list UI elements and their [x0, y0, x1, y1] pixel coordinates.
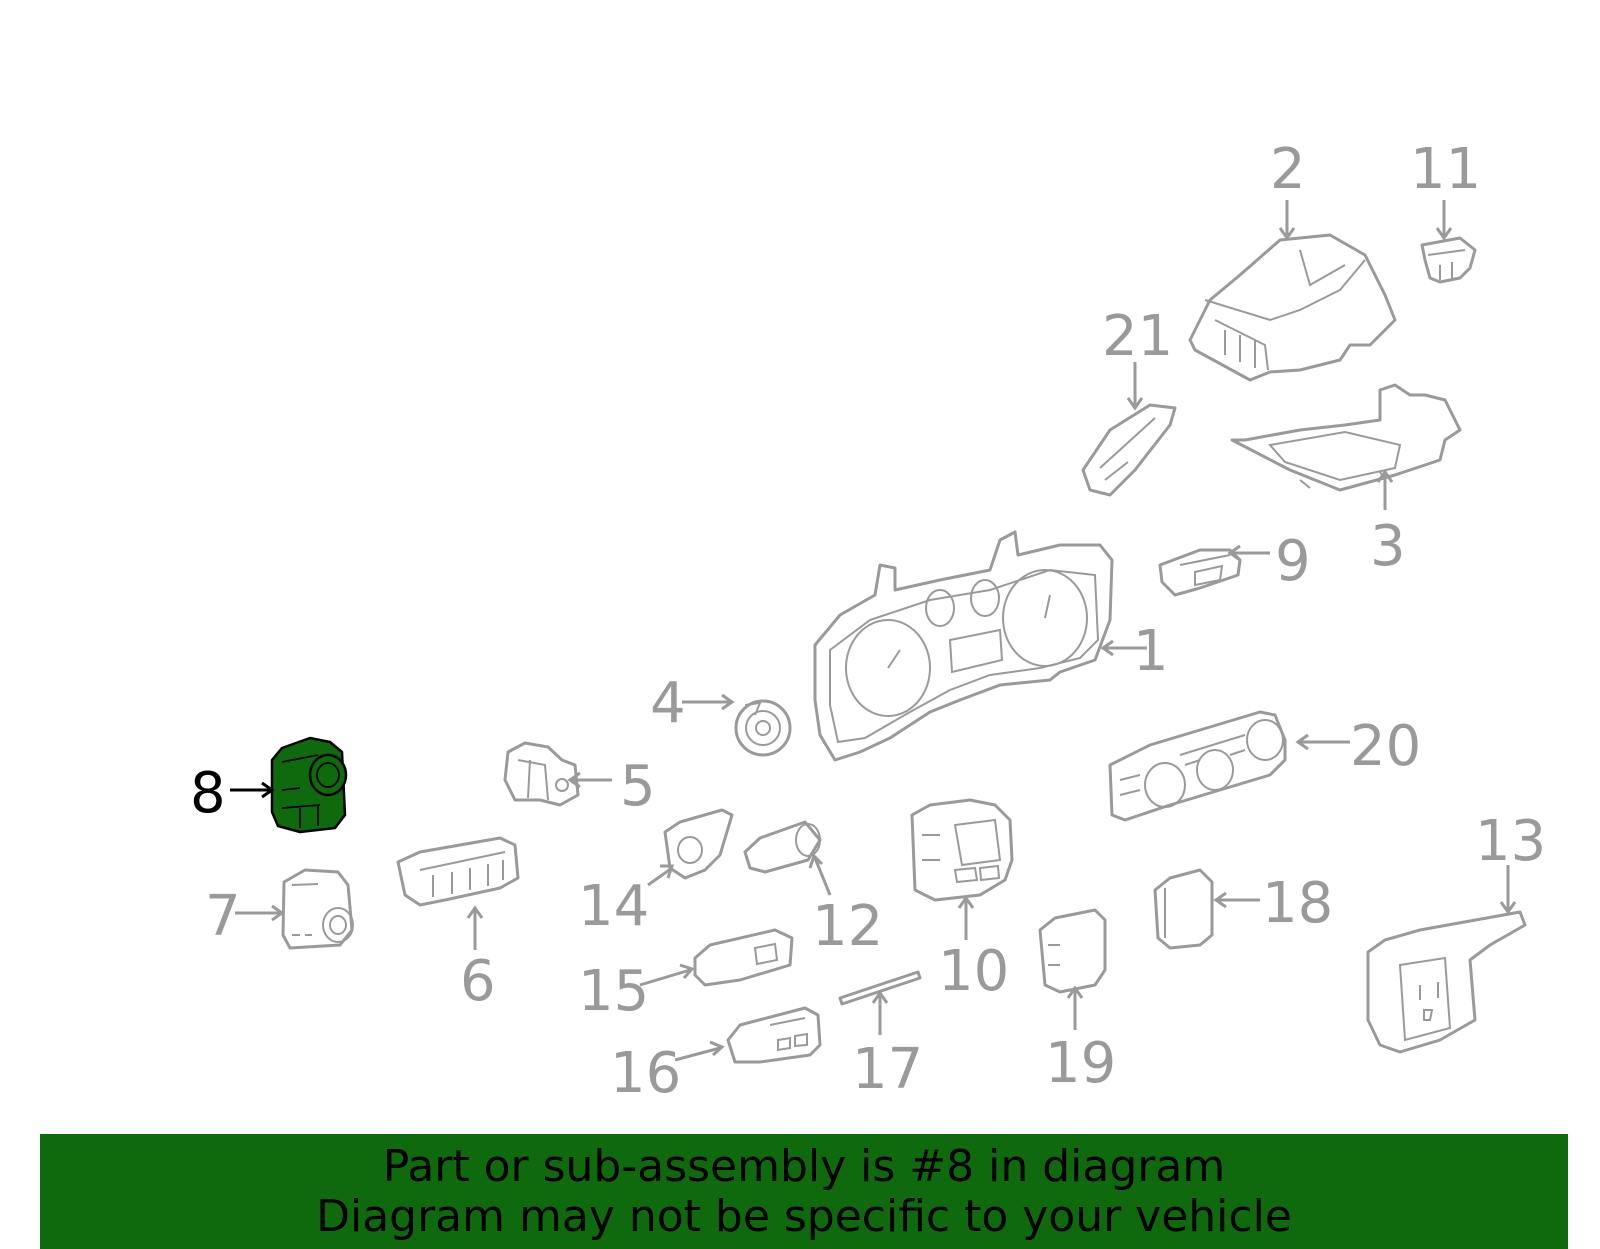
part-16 [726, 1006, 822, 1064]
part-13 [1366, 910, 1527, 1054]
part-4 [734, 699, 792, 757]
callout-3: 3 [1370, 514, 1406, 579]
callout-14: 14 [578, 874, 649, 939]
part-19 [1038, 908, 1107, 994]
part-1 [813, 530, 1114, 762]
callout-11: 11 [1410, 137, 1481, 202]
part-8 [270, 736, 348, 834]
part-7 [281, 868, 354, 950]
part-3 [1230, 383, 1462, 492]
part-15 [693, 928, 794, 987]
callout-13: 13 [1475, 809, 1546, 874]
callout-labels: 1 2 3 4 5 6 7 8 9 10 11 12 13 14 15 16 1… [190, 137, 1546, 1106]
banner-line-part: Part or sub-assembly is #8 in diagram [382, 1141, 1226, 1192]
part-20 [1108, 710, 1287, 822]
callout-7: 7 [205, 884, 241, 949]
banner-line-disclaimer: Diagram may not be specific to your vehi… [316, 1191, 1292, 1242]
part-18 [1153, 868, 1214, 950]
part-5 [503, 741, 580, 807]
part-2 [1188, 233, 1397, 382]
callout-16: 16 [610, 1041, 681, 1106]
part-21 [1081, 403, 1177, 497]
callout-9: 9 [1275, 529, 1311, 594]
leader-lines [230, 200, 1517, 1062]
callout-2: 2 [1270, 137, 1306, 202]
callout-5: 5 [620, 754, 656, 819]
callout-12: 12 [812, 894, 883, 959]
callout-20: 20 [1350, 714, 1421, 779]
callout-17: 17 [852, 1037, 923, 1102]
part-9 [1158, 548, 1242, 597]
info-banner: Part or sub-assembly is #8 in diagram Di… [40, 1134, 1568, 1249]
part-10 [910, 798, 1014, 902]
callout-19: 19 [1045, 1031, 1116, 1096]
part-6 [396, 836, 520, 907]
part-11 [1420, 236, 1477, 284]
callout-8: 8 [190, 761, 226, 826]
callout-4: 4 [650, 671, 686, 736]
callout-18: 18 [1262, 871, 1333, 936]
part-12 [743, 820, 822, 874]
callout-15: 15 [578, 959, 649, 1024]
callout-1: 1 [1133, 619, 1169, 684]
callout-21: 21 [1102, 304, 1173, 369]
part-17 [838, 970, 922, 1006]
part-14 [663, 808, 734, 880]
callout-10: 10 [938, 939, 1009, 1004]
callout-6: 6 [460, 949, 496, 1014]
